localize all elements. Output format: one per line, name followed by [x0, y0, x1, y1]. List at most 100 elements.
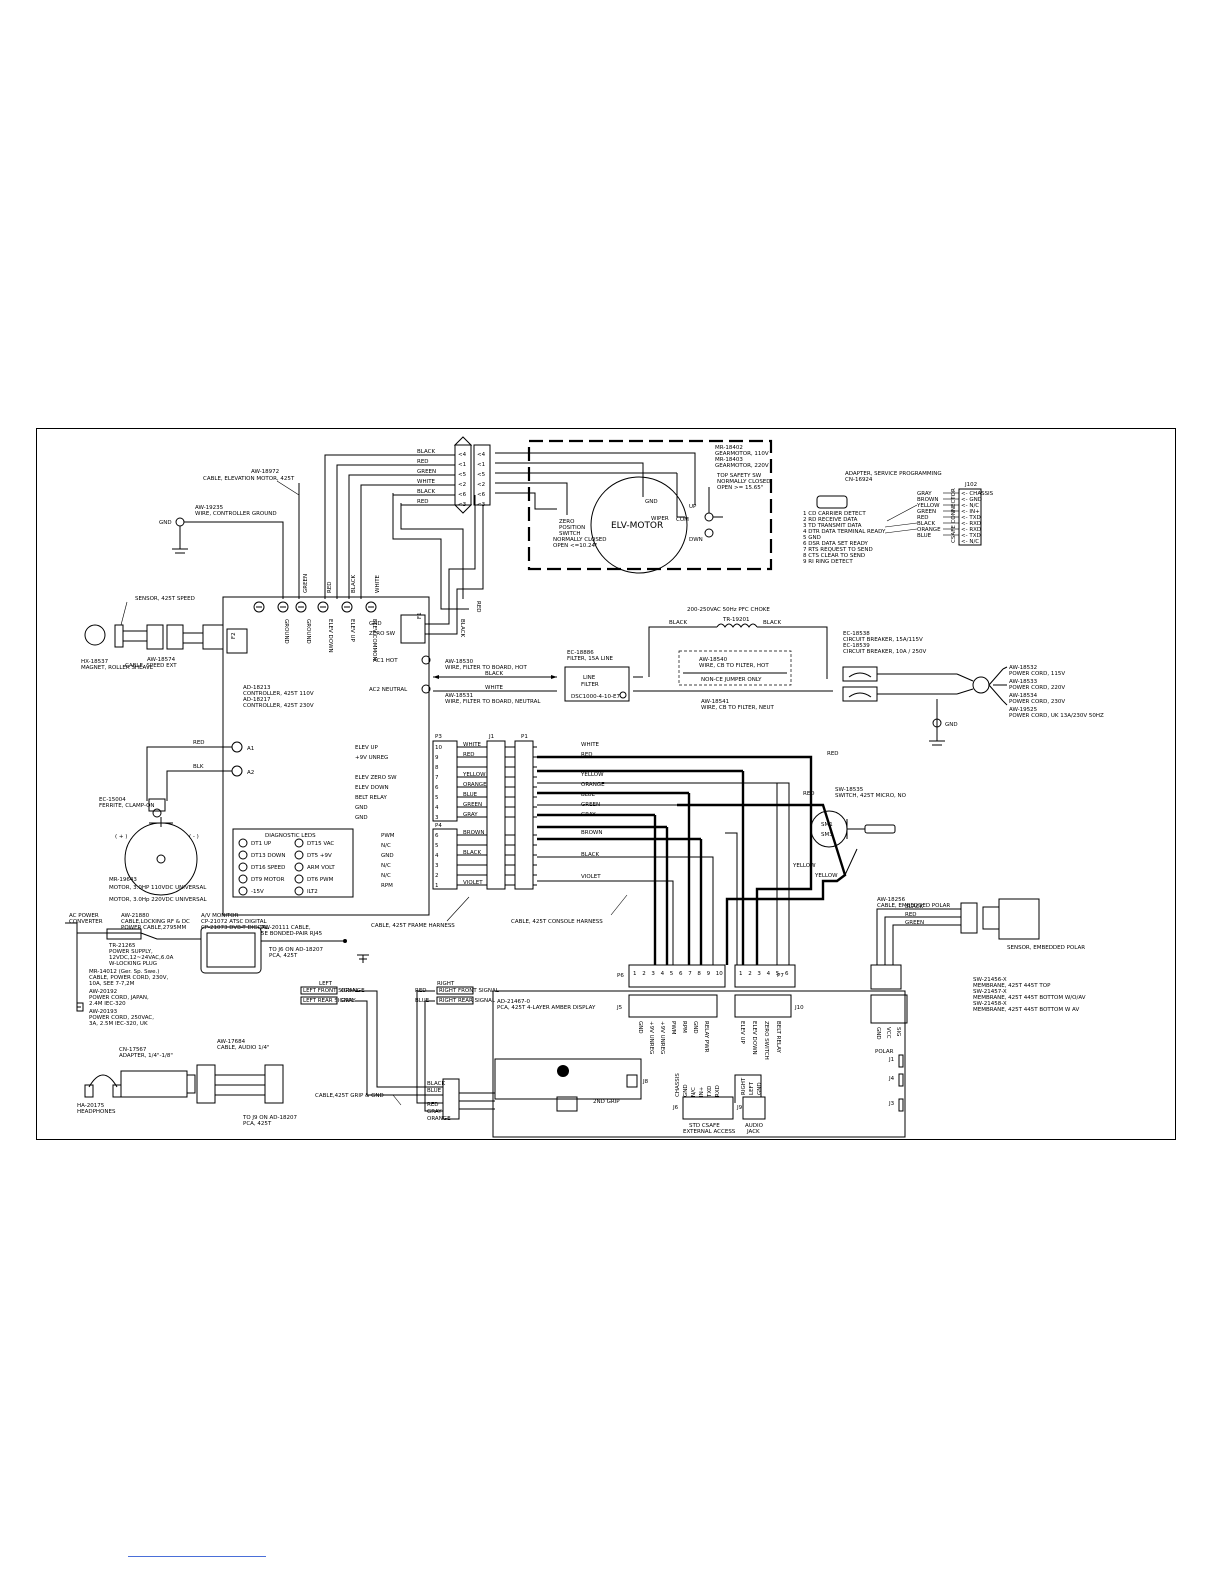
elev-recept-pin-3: <2	[477, 482, 485, 488]
filter-part: EC-18886	[567, 650, 594, 656]
p3-pin-2: 8	[435, 765, 439, 771]
acp-cable-line-1: CABLE,LOCKING RF & DC	[121, 919, 190, 925]
audio-to-2: PCA, 425T	[243, 1121, 272, 1127]
ferrite-part: EC-15004	[99, 797, 126, 803]
elev-wire-1: RED	[417, 459, 429, 465]
p7-pin-5: 6	[785, 971, 789, 977]
polar-color-2: GREEN	[905, 920, 924, 926]
csafe-label-1: GND	[683, 1084, 689, 1097]
supply-line-2: 12VDC,12~24VAC,6.0A	[109, 955, 174, 961]
audio-label-2: GND	[757, 1082, 763, 1095]
footer-link-underline	[128, 1556, 266, 1557]
j5-label-4: RPM	[681, 1021, 687, 1033]
membrane-line-0: SW-21456-X	[973, 977, 1007, 983]
elev-wire-4: BLACK	[417, 489, 435, 495]
j1-label: J1	[488, 734, 494, 740]
ac2-label: AC2 NEUTRAL	[369, 687, 408, 693]
supply-line-1: POWER SUPPLY,	[109, 949, 153, 955]
p6-pin-2: 3	[651, 971, 655, 977]
adapter-wire-2: YELLOW	[916, 503, 940, 509]
choke-title: 200-250VAC 50Hz PFC CHOKE	[687, 607, 770, 613]
zero-sw-red: RED	[475, 601, 481, 613]
grip-left-color-0: ORANGE	[341, 988, 365, 994]
top-switch-line-0: TOP SAFETY SW	[716, 473, 762, 479]
p7-pin-4: 5	[776, 971, 780, 977]
top-color-3: WHITE	[375, 574, 381, 593]
grip-left-label: LEFT	[319, 981, 333, 987]
p4-pin-5: 1	[435, 883, 439, 889]
console-color-9: BLACK	[581, 852, 599, 858]
wiring-diagram: AW-18972 CABLE, ELEVATION MOTOR, 425T BL…	[65, 436, 1104, 1138]
j5-label-1: +9V UNREG	[648, 1021, 654, 1054]
polar-part: AW-18256	[877, 897, 906, 903]
grip-right-pad-1: RIGHT REAR SIGNAL	[439, 998, 496, 1004]
cord-line-6: AW-19525	[1009, 707, 1038, 713]
top-color-0: GREEN	[303, 574, 309, 593]
membrane-line-5: MEMBRANE, 425T 445T BOTTOM W AV	[973, 1007, 1079, 1013]
p3-pin-4: 6	[435, 785, 439, 791]
grip-conn-color-0: BLACK	[427, 1081, 445, 1087]
gearmotor-up: UP	[689, 504, 697, 510]
elev-recept-pin-5: <3	[477, 502, 486, 508]
p4-color-2: BLACK	[463, 850, 481, 856]
adapter-wire-3: GREEN	[917, 509, 936, 515]
audio-adapter-desc: ADAPTER, 1/4"-1/8"	[119, 1053, 173, 1059]
p3-color-3: YELLOW	[462, 772, 486, 778]
ac-cord-line-4: POWER CORD, JAPAN,	[89, 995, 149, 1001]
adapter-wire-0: GRAY	[917, 491, 932, 497]
grip-cable-label: CABLE,425T GRIP & GND	[315, 1093, 384, 1099]
hot-wire-desc: WIRE, FILTER TO BOARD, HOT	[445, 665, 527, 671]
j102-pin-7: <- TXD	[961, 533, 981, 539]
grip-conn-color-1: BLUE	[427, 1088, 442, 1094]
zero-sw-0: GND	[369, 621, 382, 627]
elev-plug-pin-0: <4	[458, 452, 467, 458]
db9-pin-8: 9 RI RING DETECT	[803, 559, 853, 565]
micro-part: SW-18535	[835, 787, 864, 793]
ac-cord-line-6: AW-20193	[89, 1009, 118, 1015]
top-switch-line-2: OPEN >= 15.65"	[717, 485, 763, 491]
jumper-note: NON-CE JUMPER ONLY	[701, 677, 762, 683]
neut-wire-color: WHITE	[485, 685, 504, 691]
acp-cable-line-2: POWER CABLE,2795MM	[121, 925, 187, 931]
led-right-1: DT5 +9V	[307, 853, 332, 859]
adapter-wire-6: ORANGE	[917, 527, 941, 533]
p3-color-0: WHITE	[463, 742, 482, 748]
sm3-label: SM3	[821, 832, 833, 838]
elevation-cable-part: AW-18972	[251, 469, 279, 475]
db9-pin-7: 8 CTS CLEAR TO SEND	[803, 553, 865, 559]
supply-line-0: TR-21265	[108, 943, 136, 949]
p3-label-4: ELEV DOWN	[355, 785, 389, 791]
cord-line-7: POWER CORD, UK 13A/230V 50HZ	[1009, 713, 1104, 719]
audio-cable-part: AW-17684	[217, 1039, 246, 1045]
gearmotor-dwn: DWN	[689, 537, 703, 543]
filter-desc: FILTER, 15A LINE	[567, 656, 614, 662]
console-color-0: WHITE	[581, 742, 600, 748]
jumper-desc: WIRE, CB TO FILTER, HOT	[699, 663, 769, 669]
audio-to-1: TO J9 ON AD-18207	[242, 1115, 297, 1121]
j10-label-3: BELT RELAY	[775, 1021, 781, 1053]
gearmotor-gnd: GND	[645, 499, 658, 505]
j102-pin-4: <- TXD	[961, 515, 981, 521]
csafe-label-4: TXD	[707, 1086, 713, 1098]
j10-label: J10	[794, 1005, 804, 1011]
breaker-line-1: CIRCUIT BREAKER, 15A/115V	[843, 637, 923, 643]
controller-line-3: CONTROLLER, 425T 230V	[243, 703, 314, 709]
membrane-line-3: MEMBRANE, 425T 445T BOTTOM W/O/AV	[973, 995, 1086, 1001]
db9-pin-4: 5 GND	[803, 535, 821, 541]
elev-plug-pin-2: <5	[458, 472, 467, 478]
p7-pin-0: 1	[739, 971, 743, 977]
controller-line-2: AD-18217	[243, 697, 271, 703]
filter-box-line2: FILTER	[581, 682, 599, 688]
diag-title: DIAGNOSTIC LEDS	[265, 833, 316, 839]
hot-wire-part: AW-18530	[445, 659, 474, 665]
p4-pin-4: 2	[435, 873, 439, 879]
ground-wire-desc: WIRE, CONTROLLER GROUND	[195, 511, 277, 517]
elev-wire-5: RED	[417, 499, 429, 505]
j3-label: J3	[888, 1101, 895, 1107]
top-terminal-2: ELEV DOWN	[327, 619, 333, 653]
breaker-line-3: CIRCUIT BREAKER, 10A / 250V	[843, 649, 926, 655]
p6-pin-3: 4	[661, 971, 665, 977]
p4-label-1: N/C	[381, 843, 391, 849]
